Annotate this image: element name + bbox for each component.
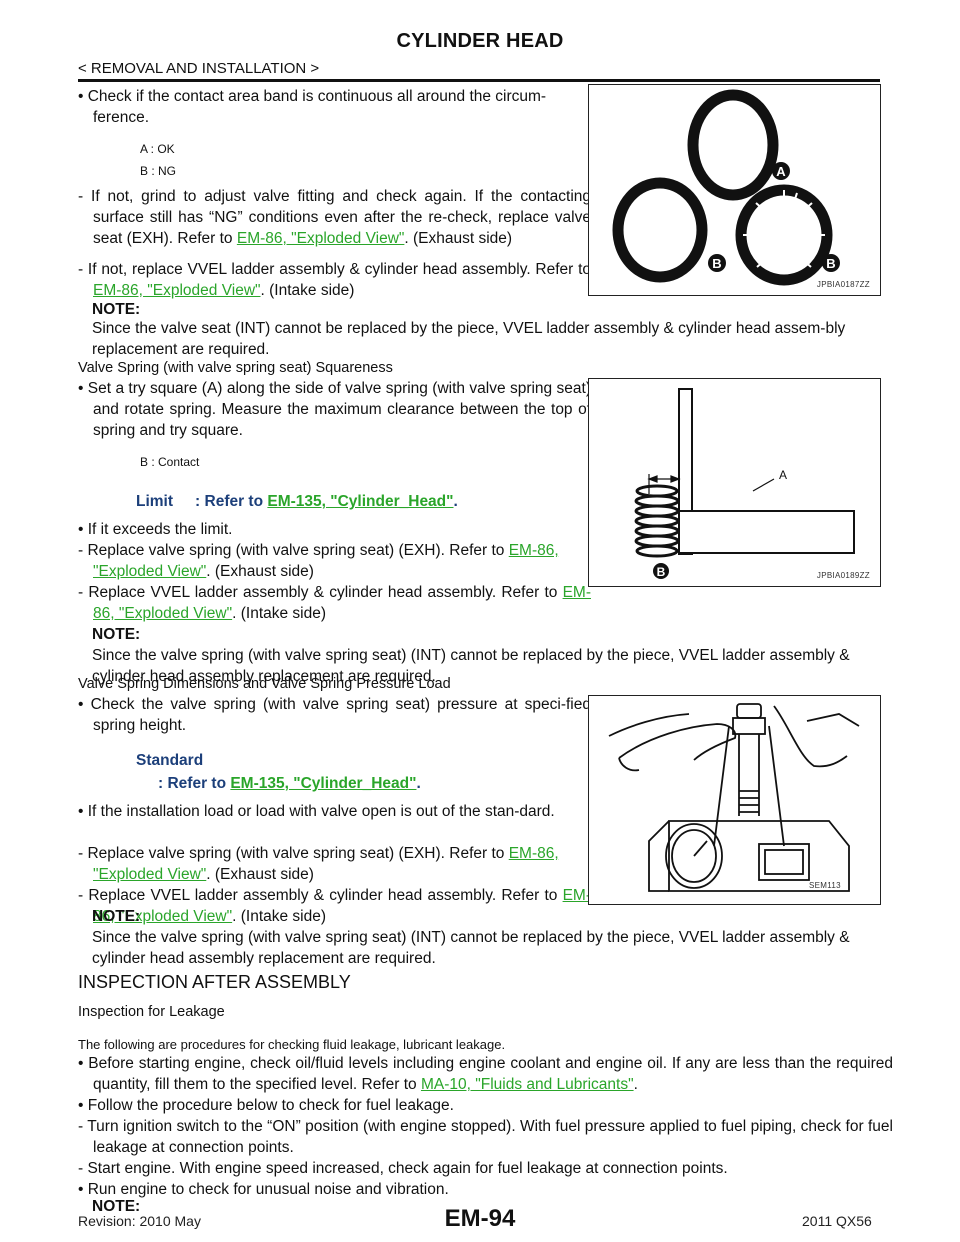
sec1-legend-a: A : OK: [140, 142, 175, 156]
sec4-heading: INSPECTION AFTER ASSEMBLY: [78, 972, 351, 992]
figure-spring-squareness: A B JPBIA0189ZZ: [588, 378, 881, 587]
sec4-bullet2: • Follow the procedure below to check fo…: [78, 1097, 454, 1114]
sec2-legend-b: B : Contact: [140, 455, 200, 469]
sec4-bullet3: • Run engine to check for unusual noise …: [78, 1181, 449, 1198]
fig2-label-b: B: [657, 565, 666, 579]
sec2-bullet2: • If it exceeds the limit.: [78, 521, 233, 538]
link-em86-exhaust[interactable]: EM-86, "Exploded View": [236, 230, 405, 247]
sec3-heading: Valve Spring Dimensions and Valve Spring…: [78, 676, 451, 692]
link-em135-limit[interactable]: EM-135, "Cylinder_Head": [267, 493, 454, 510]
sec2-note-text: Since the valve spring (with valve sprin…: [92, 647, 850, 685]
page-title: CYLINDER HEAD: [396, 30, 564, 52]
sec3-bullet2: • If the installation load or load with …: [78, 803, 555, 820]
sec4-subheading: Inspection for Leakage: [78, 1004, 225, 1020]
sec4-intro: The following are procedures for checkin…: [78, 1037, 506, 1052]
sec2-dash2: - Replace VVEL ladder assembly & cylinde…: [78, 584, 591, 622]
sec3-dash2: - Replace VVEL ladder assembly & cylinde…: [78, 887, 591, 925]
sec3-bullet1: • Check the valve spring (with valve spr…: [78, 696, 591, 734]
link-em86-intake-2[interactable]: EM-86, "Exploded View": [93, 584, 591, 622]
sec1-dash1: - If not, grind to adjust valve fitting …: [78, 188, 591, 247]
sec1-note-text: Since the valve seat (INT) cannot be rep…: [92, 320, 846, 358]
sec3-std-value: : Refer to EM-135, "Cylinder_Head".: [158, 775, 421, 792]
fig2-code: JPBIA0189ZZ: [816, 571, 870, 580]
link-ma10-fluids[interactable]: MA-10, "Fluids and Lubricants": [420, 1076, 634, 1093]
sec1-dash2: - If not, replace VVEL ladder assembly &…: [78, 261, 591, 299]
footer-model: 2011 QX56: [802, 1213, 872, 1229]
link-em86-exhaust-2[interactable]: EM-86, "Exploded View": [93, 542, 559, 580]
sec4-dash1: - Turn ignition switch to the “ON” posit…: [78, 1118, 893, 1156]
fig1-code: JPBIA0187ZZ: [816, 280, 870, 289]
figure-spring-tester: SEM113: [588, 695, 881, 905]
sec3-dash1: - Replace valve spring (with valve sprin…: [78, 845, 559, 883]
sec3-note-text: Since the valve spring (with valve sprin…: [92, 929, 850, 967]
try-square-illustration: A B: [634, 388, 855, 579]
breadcrumb: < REMOVAL AND INSTALLATION >: [78, 60, 320, 77]
fig1-label-b2: B: [826, 256, 835, 271]
fig1-label-a: A: [776, 164, 786, 179]
fig3-code: SEM113: [809, 881, 841, 890]
page-number: EM-94: [444, 1205, 516, 1232]
sec2-heading: Valve Spring (with valve spring seat) Sq…: [78, 360, 393, 376]
header-rule: [78, 79, 880, 82]
link-em86-intake[interactable]: EM-86, "Exploded View": [93, 282, 261, 299]
sec1-legend-b: B : NG: [140, 164, 177, 178]
contact-rings-illustration: A B B: [612, 89, 840, 286]
fig1-label-b1: B: [712, 256, 721, 271]
sec4-bullet1: • Before starting engine, check oil/flui…: [78, 1055, 893, 1093]
sec4-note-label: NOTE:: [92, 1198, 141, 1215]
sec1-bullet: • Check if the contact area band is cont…: [78, 88, 547, 126]
sec2-dash1: - Replace valve spring (with valve sprin…: [78, 542, 559, 580]
sec2-limit: Limit: Refer to EM-135, "Cylinder_Head".: [136, 493, 458, 510]
spring-tester-illustration: [608, 703, 860, 892]
sec2-note-label: NOTE:: [92, 626, 141, 643]
figure-contact-area: A B B JPBIA0187ZZ: [588, 84, 881, 296]
sec2-bullet1: • Set a try square (A) along the side of…: [78, 380, 591, 439]
link-em135-std[interactable]: EM-135, "Cylinder_Head": [230, 775, 417, 792]
footer-revision: Revision: 2010 May: [78, 1213, 201, 1229]
sec4-dash2: - Start engine. With engine speed increa…: [78, 1160, 728, 1177]
sec3-std-label: Standard: [136, 752, 204, 769]
link-em86-exhaust-3[interactable]: EM-86, "Exploded View": [93, 845, 559, 883]
sec3-note-label: NOTE:: [92, 908, 141, 925]
sec1-note-label: NOTE:: [92, 301, 141, 318]
fig2-label-a: A: [779, 468, 787, 482]
link-em86-intake-3[interactable]: EM-86, "Exploded View": [93, 887, 591, 925]
